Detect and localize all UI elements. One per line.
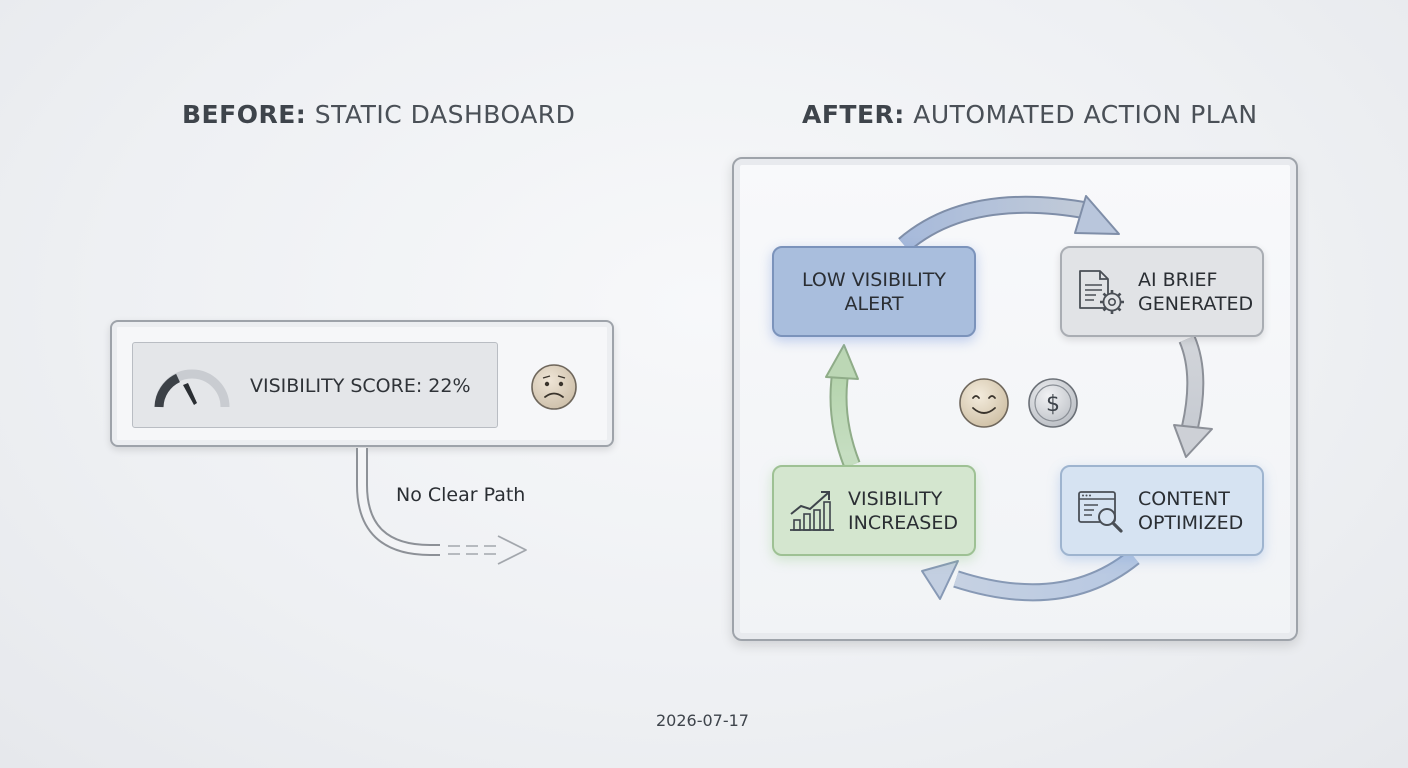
visibility-score-box: VISIBILITY SCORE: 22% <box>132 342 498 428</box>
after-heading-bold: AFTER: <box>802 100 905 129</box>
arrow-brief-to-content <box>1173 335 1213 458</box>
after-heading: AFTER: AUTOMATED ACTION PLAN <box>802 100 1258 129</box>
smile-face-icon <box>959 378 1009 428</box>
node-ai-brief-generated: AI BRIEF GENERATED <box>1060 246 1264 337</box>
arrow-content-to-visibility <box>921 549 1140 602</box>
growth-chart-icon <box>790 490 834 531</box>
browser-magnifier-icon <box>1078 490 1123 533</box>
static-dashboard-card: VISIBILITY SCORE: 22% <box>110 320 614 447</box>
node-visibility-increased: VISIBILITY INCREASED <box>772 465 976 556</box>
node-content-line-1: CONTENT <box>1138 487 1230 510</box>
gauge-icon <box>154 369 230 408</box>
node-content-optimized: CONTENT OPTIMIZED <box>1060 465 1264 556</box>
before-heading: BEFORE: STATIC DASHBOARD <box>182 100 575 129</box>
action-plan-card: LOW VISIBILITY ALERT AI BRIEF GENERATED <box>732 157 1298 641</box>
node-alert-line-1: LOW VISIBILITY <box>802 268 946 291</box>
arrow-visibility-to-alert <box>825 344 861 469</box>
visibility-score-label: VISIBILITY SCORE: 22% <box>250 375 471 397</box>
node-vis-line-1: VISIBILITY <box>848 487 943 510</box>
dollar-symbol: $ <box>1046 392 1060 417</box>
node-brief-line-1: AI BRIEF <box>1138 268 1218 291</box>
sad-face-icon <box>531 364 577 410</box>
no-clear-path-label: No Clear Path <box>396 484 526 506</box>
node-alert-line-2: ALERT <box>844 292 904 315</box>
cycle-arrows <box>825 195 1213 602</box>
node-content-line-2: OPTIMIZED <box>1138 511 1244 534</box>
before-heading-text: STATIC DASHBOARD <box>314 100 576 129</box>
date-stamp: 2026-07-17 <box>656 711 749 730</box>
before-heading-bold: BEFORE: <box>182 100 307 129</box>
dollar-coin-icon: $ <box>1028 378 1078 428</box>
node-vis-line-2: INCREASED <box>848 511 958 534</box>
arrow-alert-to-brief <box>898 195 1120 252</box>
node-brief-line-2: GENERATED <box>1138 292 1254 315</box>
node-low-visibility-alert: LOW VISIBILITY ALERT <box>772 246 976 337</box>
no-path-arrow <box>356 448 527 565</box>
document-gear-icon <box>1079 269 1124 314</box>
after-heading-text: AUTOMATED ACTION PLAN <box>913 100 1258 129</box>
